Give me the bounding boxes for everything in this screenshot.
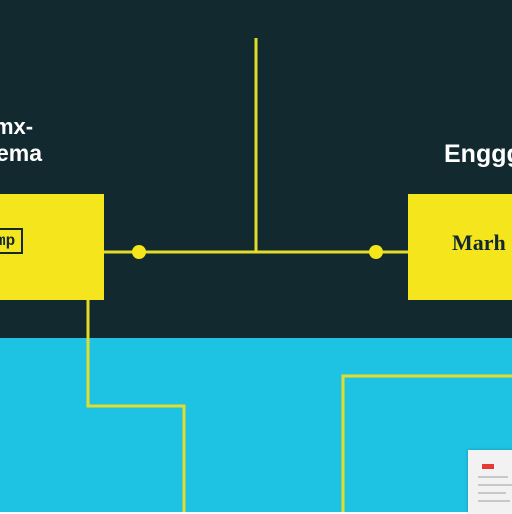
right-label: Enggg: [444, 140, 512, 168]
left-connector-node: [132, 245, 146, 259]
document-line: [478, 476, 508, 478]
left-label-top: mx-: [0, 114, 34, 139]
right-node-box[interactable]: Marh: [408, 194, 512, 300]
left-node-label: mp: [0, 228, 24, 254]
document-line: [478, 484, 512, 486]
left-node-box[interactable]: mp: [0, 194, 104, 300]
document-line: [478, 492, 506, 494]
left-down-connector: [86, 300, 186, 512]
right-node-label: Marh: [452, 230, 506, 255]
bottom-panel: [0, 338, 512, 512]
right-down-connector: [341, 374, 512, 512]
left-label-bottom: ema: [0, 140, 43, 166]
right-connector-node: [369, 245, 383, 259]
document-red-mark: [482, 464, 494, 469]
document-line: [478, 500, 510, 502]
document-icon[interactable]: [468, 450, 512, 514]
